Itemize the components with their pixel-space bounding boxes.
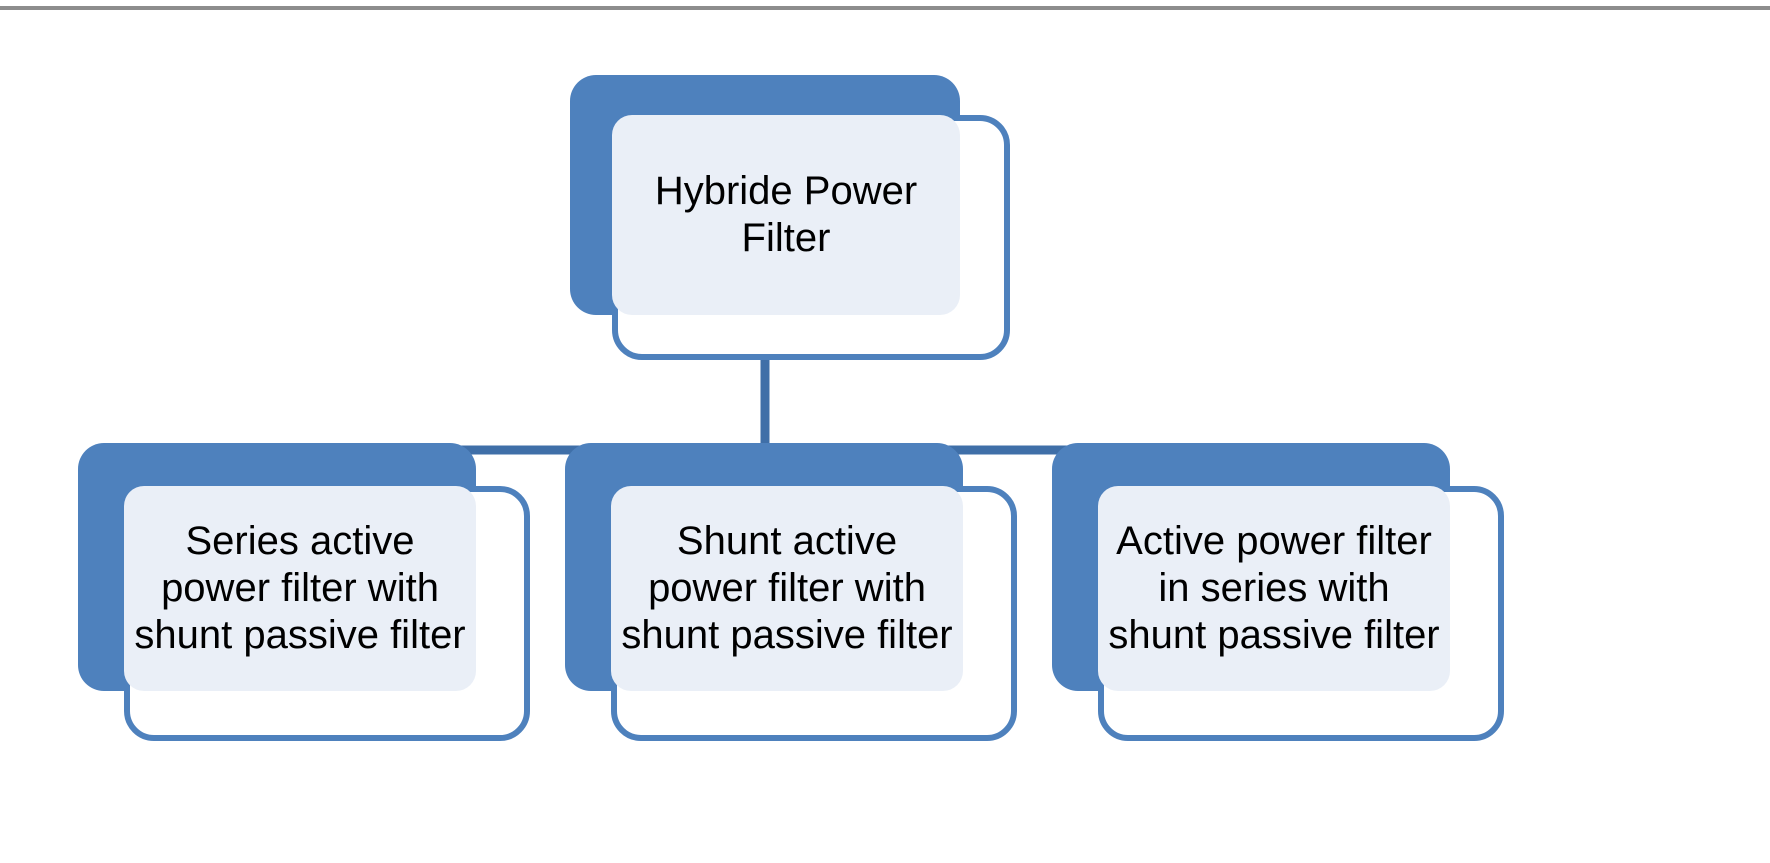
node-root-label-box: Hybride Power Filter bbox=[612, 115, 960, 315]
node-child-3-label-box: Active power filter in series with shunt… bbox=[1098, 486, 1450, 691]
node-child-2-label-box: Shunt active power filter with shunt pas… bbox=[611, 486, 963, 691]
node-root-label: Hybride Power Filter bbox=[654, 168, 918, 260]
node-child-2[interactable]: Shunt active power filter with shunt pas… bbox=[565, 443, 1017, 741]
node-child-1-label: Series active power filter with shunt pa… bbox=[134, 518, 466, 658]
node-child-2-label: Shunt active power filter with shunt pas… bbox=[621, 518, 953, 658]
node-child-1-label-box: Series active power filter with shunt pa… bbox=[124, 486, 476, 691]
node-child-3-label: Active power filter in series with shunt… bbox=[1108, 518, 1440, 658]
node-child-3[interactable]: Active power filter in series with shunt… bbox=[1052, 443, 1504, 741]
node-root[interactable]: Hybride Power Filter bbox=[570, 75, 1010, 360]
top-divider-rule bbox=[0, 6, 1770, 10]
node-child-1[interactable]: Series active power filter with shunt pa… bbox=[78, 443, 530, 741]
